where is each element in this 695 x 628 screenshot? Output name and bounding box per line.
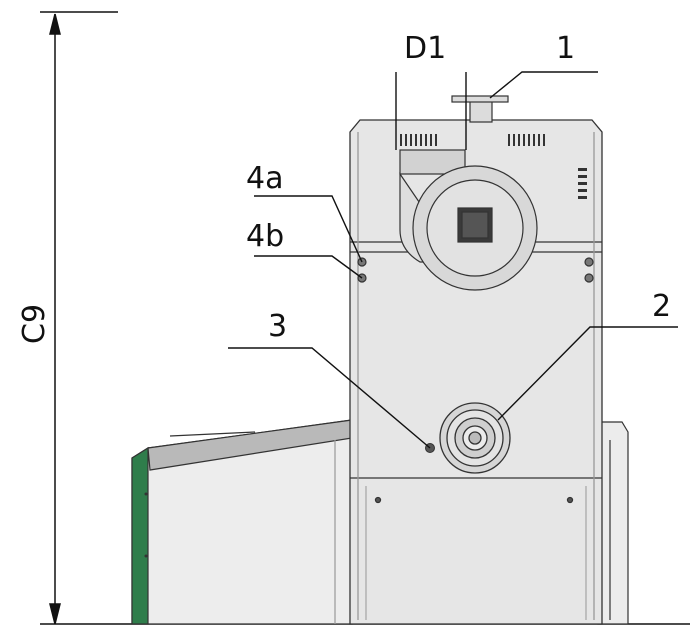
connection-4a-4b: [357, 257, 594, 283]
connection-2-port: [439, 402, 511, 474]
label-3: 3: [268, 309, 288, 344]
hopper-marks: [144, 492, 148, 558]
dimension-c9: [40, 11, 118, 625]
hopper-green-panel: [131, 446, 149, 625]
label-1: 1: [556, 31, 576, 66]
pellet-hopper: [131, 419, 353, 625]
dimension-label-c9: C9: [17, 303, 52, 344]
flue-outlet: [451, 95, 509, 123]
label-d1: D1: [404, 31, 447, 66]
label-2: 2: [652, 289, 672, 324]
vent-slots-left: [400, 134, 437, 146]
vent-slots-right: [508, 134, 545, 146]
label-4b: 4b: [246, 219, 285, 254]
leader-lines: [228, 71, 678, 449]
side-vent: [578, 168, 587, 199]
label-4a: 4a: [246, 161, 284, 196]
fan-housing: [399, 149, 538, 291]
right-side-bracket: [597, 421, 629, 625]
